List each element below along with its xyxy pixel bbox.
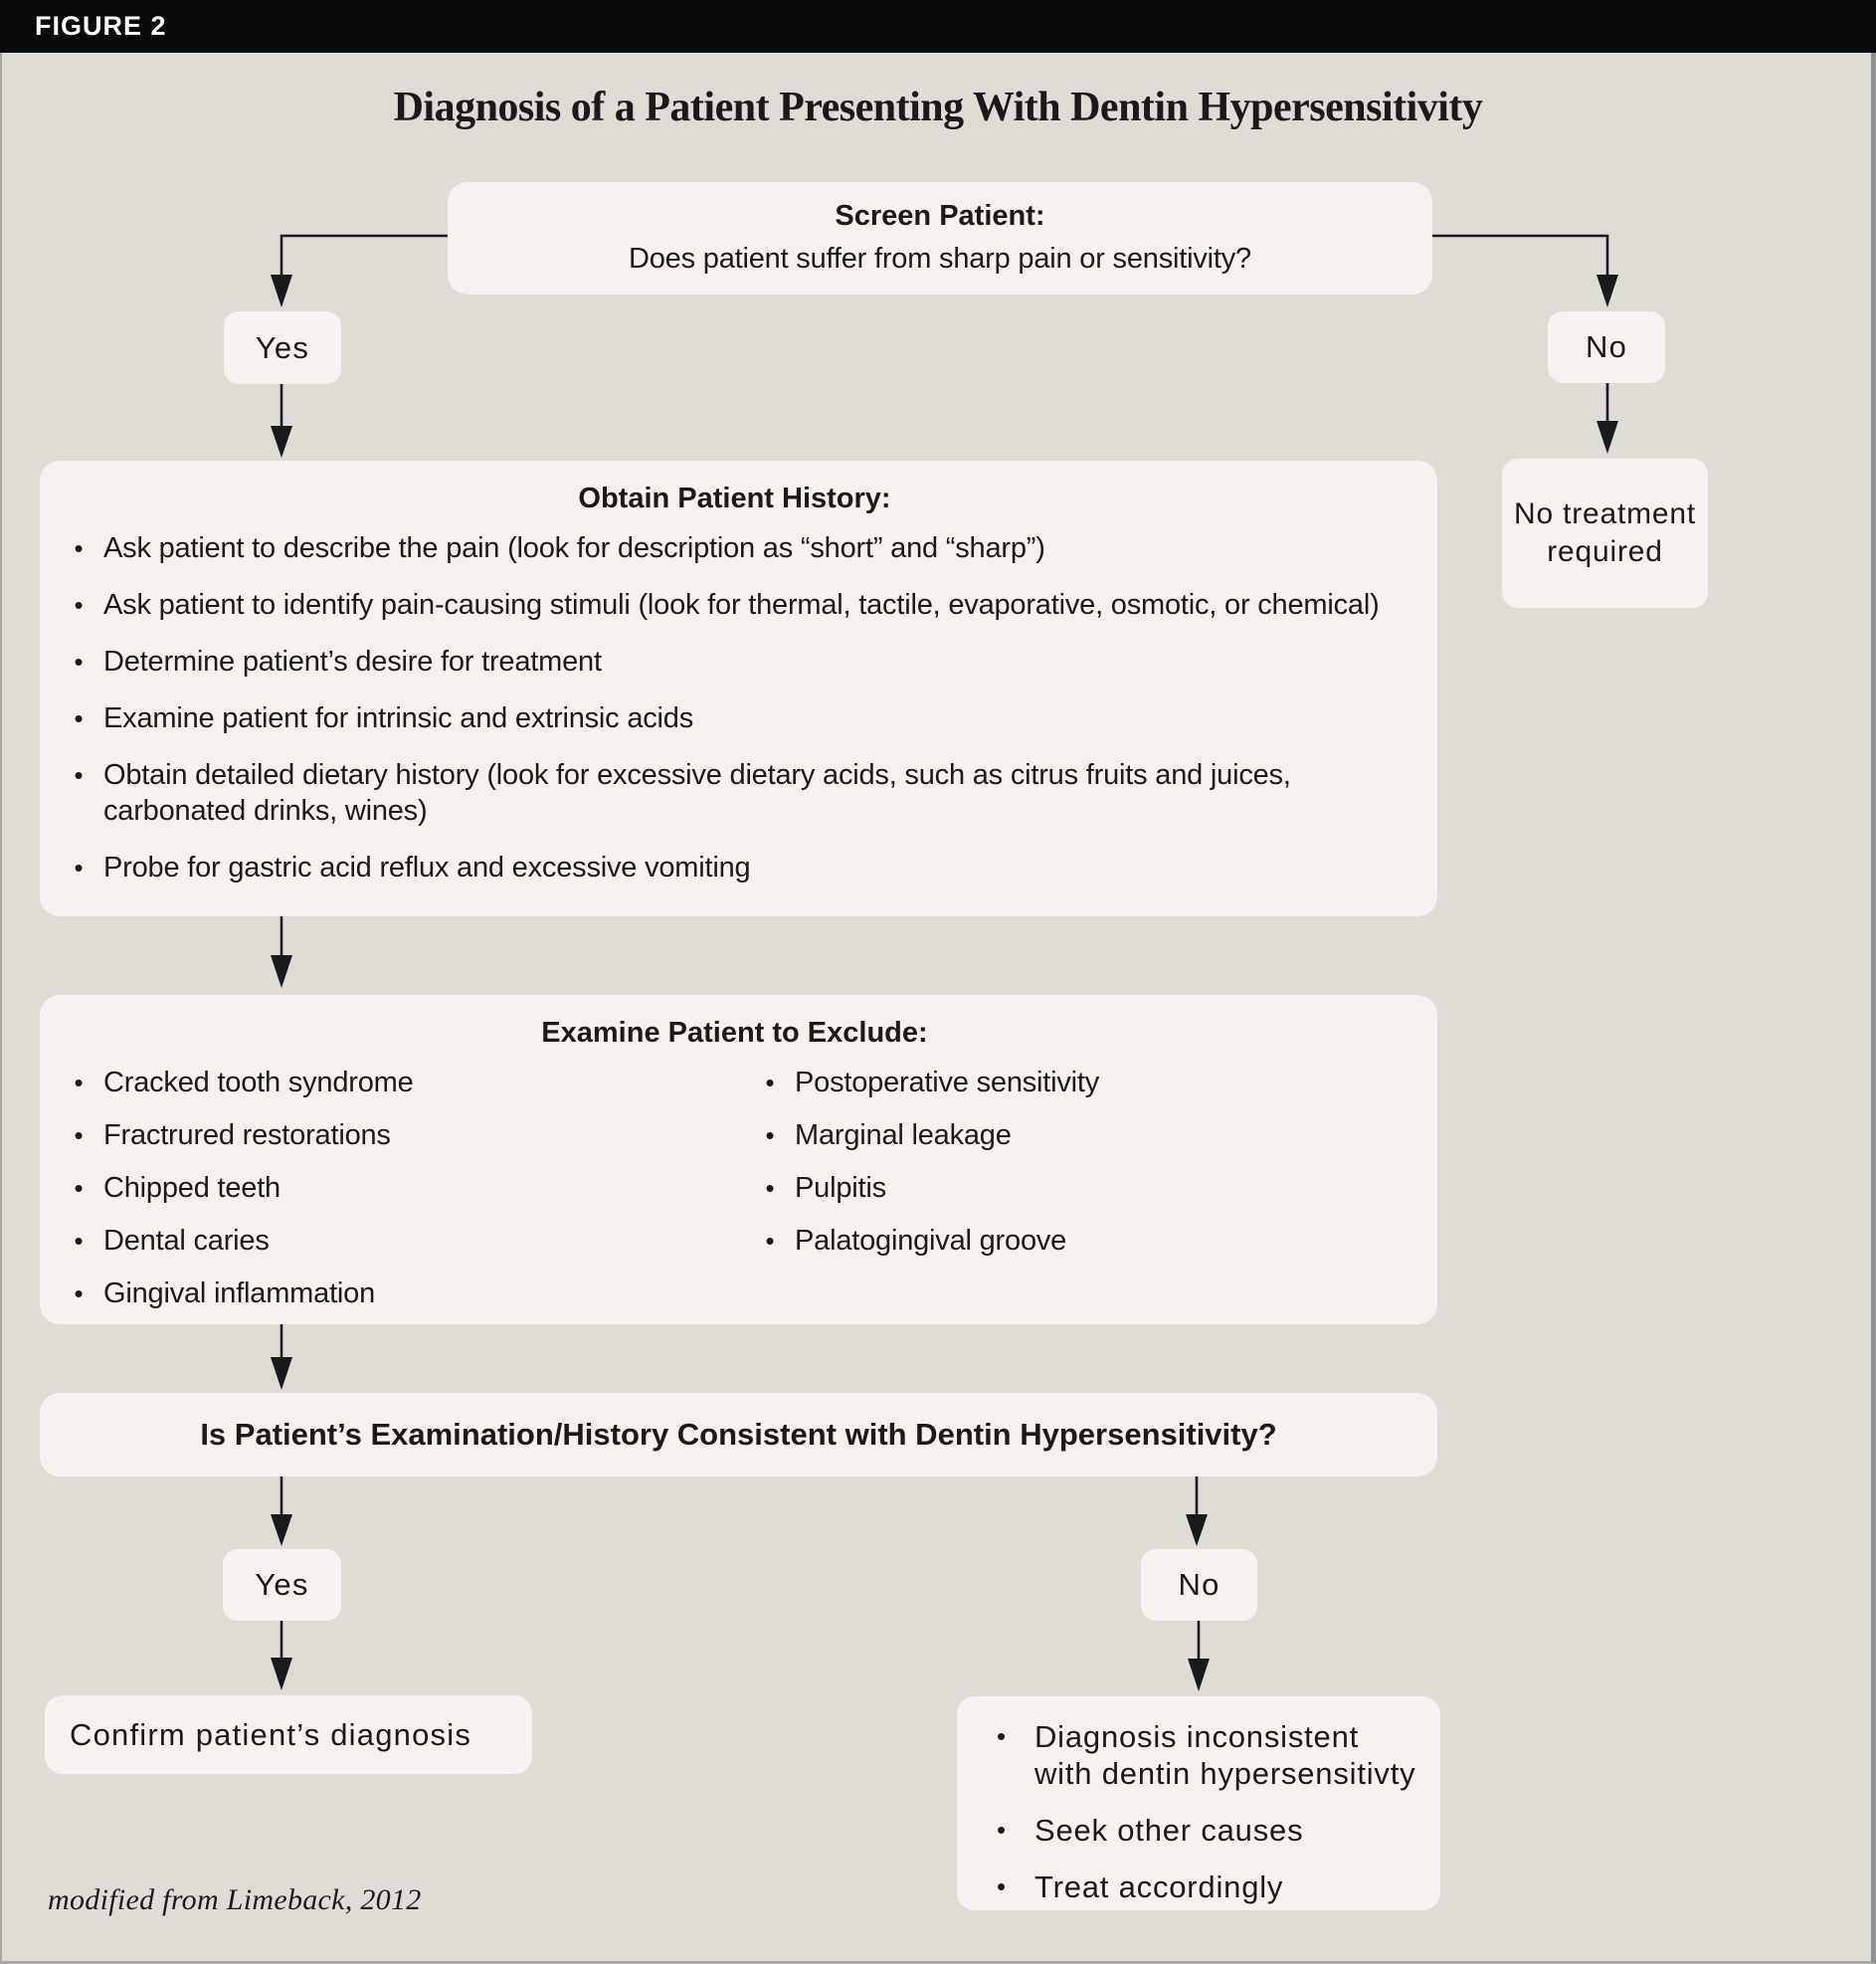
page-title: Diagnosis of a Patient Presenting With D…	[393, 85, 1483, 130]
bullet-icon: •	[765, 1120, 775, 1150]
bullet-icon: •	[74, 647, 84, 677]
inconsistent-outcome-box: • Diagnosis inconsistent with dentin hype…	[957, 1696, 1440, 1910]
exclude-box: Examine Patient to Exclude: • Cracked too…	[40, 995, 1437, 1324]
exclude-item-text: Gingival inflammation	[103, 1277, 376, 1309]
exclude-item: • Gingival inflammation	[70, 1276, 761, 1311]
patient-history-list: • Ask patient to describe the pain (look …	[70, 530, 1400, 885]
bullet-icon: •	[765, 1173, 775, 1203]
outcome-item-text: Diagnosis inconsistent with dentin hyper…	[1034, 1719, 1416, 1791]
exclude-item: • Marginal leakage	[761, 1117, 1400, 1153]
figure-label: FIGURE 2	[35, 11, 167, 41]
history-item-text: Ask patient to identify pain-causing sti…	[103, 589, 1380, 621]
branch-bottom-yes-box: Yes	[223, 1549, 341, 1621]
exclude-item: • Dental caries	[70, 1223, 761, 1259]
consistency-question-text: Is Patient’s Examination/History Consist…	[200, 1417, 1277, 1452]
exclude-right-column: • Postoperative sensitivity • Marginal lea…	[761, 1065, 1400, 1311]
outcome-item: • Seek other causes	[993, 1812, 1420, 1849]
credit-note: modified from Limeback, 2012	[48, 1883, 422, 1916]
exclude-item: • Chipped teeth	[70, 1170, 761, 1206]
screen-patient-question: Does patient suffer from sharp pain or s…	[629, 243, 1251, 275]
bullet-icon: •	[74, 590, 84, 620]
bullet-icon: •	[997, 1721, 1007, 1751]
history-item-text: Obtain detailed dietary history (look fo…	[103, 759, 1291, 827]
bullet-icon: •	[74, 703, 84, 733]
history-item: • Obtain detailed dietary history (look f…	[70, 757, 1400, 829]
exclude-item: • Fractrured restorations	[70, 1117, 761, 1153]
exclude-item: • Pulpitis	[761, 1170, 1400, 1206]
consistency-question-box: Is Patient’s Examination/History Consist…	[40, 1393, 1437, 1476]
bullet-icon: •	[74, 853, 84, 883]
branch-top-yes-box: Yes	[224, 311, 341, 384]
bullet-icon: •	[74, 1120, 84, 1150]
exclude-title: Examine Patient to Exclude:	[541, 1017, 928, 1049]
bullet-icon: •	[74, 533, 84, 563]
exclude-item-text: Palatogingival groove	[795, 1225, 1067, 1257]
bullet-icon: •	[74, 1068, 84, 1097]
confirm-diagnosis-box: Confirm patient’s diagnosis	[45, 1695, 532, 1774]
outcome-item-text: Treat accordingly	[1034, 1869, 1284, 1904]
exclude-item-text: Fractrured restorations	[103, 1119, 391, 1151]
exclude-columns: • Cracked tooth syndrome • Fractrured rest…	[70, 1065, 1400, 1311]
exclude-item: • Postoperative sensitivity	[761, 1065, 1400, 1100]
patient-history-title: Obtain Patient History:	[578, 483, 891, 514]
outcome-item-text: Seek other causes	[1034, 1813, 1304, 1848]
exclude-item-text: Postoperative sensitivity	[795, 1067, 1100, 1098]
bullet-icon: •	[74, 760, 84, 790]
inconsistent-outcome-list: • Diagnosis inconsistent with dentin hype…	[993, 1718, 1420, 1905]
history-item-text: Probe for gastric acid reflux and excess…	[103, 852, 751, 884]
patient-history-box: Obtain Patient History: • Ask patient to …	[40, 461, 1437, 916]
history-item: • Examine patient for intrinsic and extri…	[70, 700, 1400, 736]
bullet-icon: •	[765, 1226, 775, 1256]
exclude-item-text: Marginal leakage	[795, 1119, 1012, 1151]
bullet-icon: •	[74, 1173, 84, 1203]
screen-patient-title: Screen Patient:	[835, 200, 1045, 232]
figure-bar: FIGURE 2	[0, 0, 1876, 53]
no-treatment-box: No treatment required	[1502, 459, 1708, 608]
exclude-item-text: Pulpitis	[795, 1172, 886, 1204]
outcome-item: • Diagnosis inconsistent with dentin hype…	[993, 1718, 1420, 1792]
history-item: • Probe for gastric acid reflux and exces…	[70, 850, 1400, 885]
bullet-icon: •	[997, 1815, 1007, 1845]
branch-bottom-no-box: No	[1141, 1549, 1257, 1621]
history-item-text: Examine patient for intrinsic and extrin…	[103, 702, 694, 734]
history-item: • Ask patient to identify pain-causing st…	[70, 587, 1400, 623]
exclude-item: • Palatogingival groove	[761, 1223, 1400, 1259]
branch-top-no-box: No	[1548, 311, 1665, 383]
exclude-item: • Cracked tooth syndrome	[70, 1065, 761, 1100]
history-item-text: Determine patient’s desire for treatment	[103, 646, 602, 678]
exclude-item-text: Chipped teeth	[103, 1172, 281, 1204]
bullet-icon: •	[765, 1068, 775, 1097]
exclude-left-column: • Cracked tooth syndrome • Fractrured rest…	[70, 1065, 761, 1311]
bullet-icon: •	[997, 1871, 1007, 1901]
exclude-item-text: Cracked tooth syndrome	[103, 1067, 414, 1098]
bullet-icon: •	[74, 1278, 84, 1308]
history-item: • Ask patient to describe the pain (look …	[70, 530, 1400, 566]
history-item: • Determine patient’s desire for treatmen…	[70, 644, 1400, 680]
bullet-icon: •	[74, 1226, 84, 1256]
exclude-item-text: Dental caries	[103, 1225, 270, 1257]
outcome-item: • Treat accordingly	[993, 1868, 1420, 1905]
screen-patient-box: Screen Patient: Does patient suffer from…	[448, 182, 1432, 295]
history-item-text: Ask patient to describe the pain (look f…	[103, 532, 1045, 564]
